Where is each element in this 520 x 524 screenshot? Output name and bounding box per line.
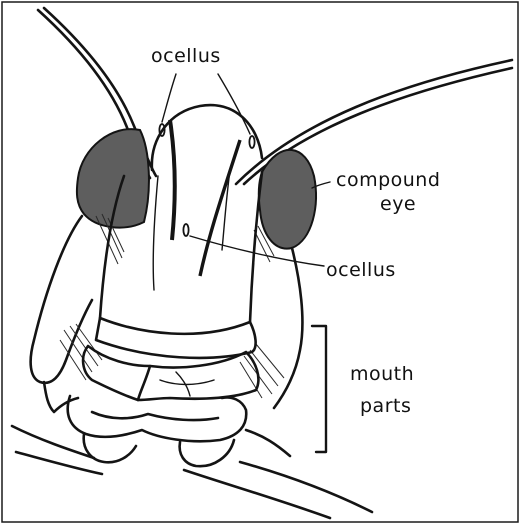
label-compound: compound: [336, 169, 440, 191]
right-gena: [274, 248, 302, 408]
leader-ocellus-top-right: [218, 74, 250, 134]
head-vertex: [152, 105, 262, 170]
right-foreleg: [240, 462, 372, 512]
clypeus: [96, 318, 256, 358]
labrum-right: [138, 352, 258, 400]
right-foreleg-2: [184, 470, 330, 518]
ocellus-right: [249, 136, 254, 148]
right-compound-eye: [259, 150, 316, 249]
label-eye: eye: [380, 193, 416, 215]
frontal-ridge-left-2: [153, 176, 158, 290]
label-parts: parts: [360, 395, 411, 417]
frons-right-edge: [250, 172, 262, 322]
left-gena-lower: [44, 382, 78, 412]
leader-ocellus-top-left: [162, 74, 176, 122]
labium-lower-lobe-right: [180, 440, 234, 466]
frontal-ridge-left: [170, 120, 175, 240]
labrum-crease: [160, 380, 214, 385]
ocellus-median: [183, 224, 188, 236]
frontal-ridge-right: [200, 140, 240, 276]
labium-inner: [92, 412, 218, 420]
label-ocellus-top: ocellus: [151, 45, 221, 67]
labrum: [83, 346, 150, 400]
mouth-parts-bracket: [312, 326, 326, 452]
right-palp: [246, 430, 290, 456]
label-ocellus-middle: ocellus: [326, 259, 396, 281]
labium: [68, 396, 247, 441]
label-mouth: mouth: [350, 363, 414, 385]
